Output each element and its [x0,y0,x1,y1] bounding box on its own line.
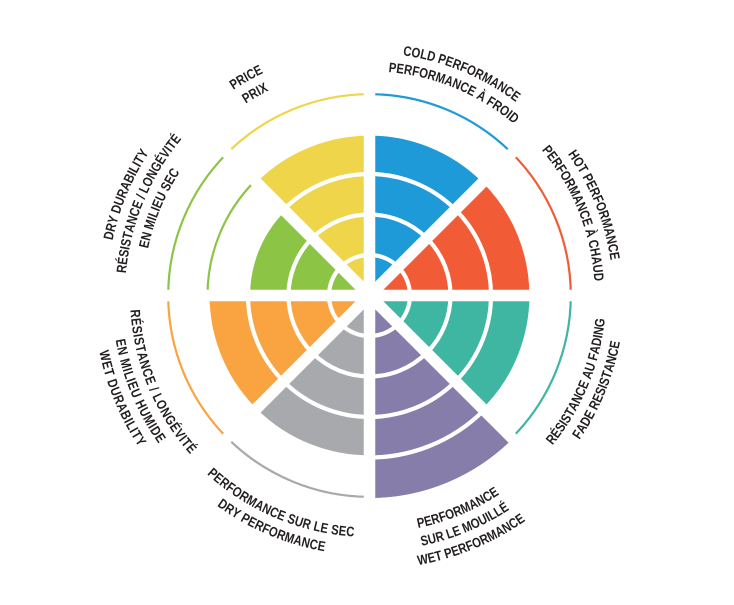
svg-text:M: M [141,218,158,232]
svg-text:N: N [114,345,131,356]
svg-text:T: T [433,548,444,565]
svg-text:I: I [145,421,160,432]
svg-text:S: S [330,522,340,538]
svg-text:M: M [434,69,448,86]
svg-text:M: M [598,216,615,229]
svg-text:O: O [417,65,429,82]
svg-text:R: R [103,222,120,234]
svg-text:E: E [112,338,128,348]
svg-text:L: L [419,46,429,63]
svg-text:L: L [121,369,138,381]
svg-text:D: D [589,336,606,347]
svg-text:W: W [416,551,430,568]
svg-text:S: S [116,248,132,258]
svg-text:E: E [422,513,433,530]
svg-text:I: I [126,425,141,435]
svg-text:S: S [419,532,430,549]
svg-text:E: E [607,339,623,349]
svg-text:A: A [121,222,138,234]
svg-text:S: S [118,237,135,248]
svg-text:A: A [134,350,151,362]
svg-text:I: I [119,366,135,374]
svg-text:I: I [124,168,139,178]
svg-text:F: F [585,351,602,362]
svg-text:E: E [136,239,153,250]
svg-text:T: T [132,344,149,354]
svg-text:E: E [338,523,347,539]
svg-text:M: M [117,357,134,370]
svg-text:E: E [319,520,329,536]
svg-text:I: I [176,433,190,445]
svg-text:/: / [146,385,161,394]
svg-text:E: E [99,359,116,370]
svg-text:C: C [346,524,355,540]
svg-text:T: T [101,367,118,378]
svg-text:F: F [411,63,421,79]
svg-text:C: C [402,43,412,59]
svg-text:/: / [133,192,148,201]
svg-text:É: É [128,317,145,326]
svg-text:I: I [129,159,144,169]
svg-text:I: I [148,205,163,214]
svg-text:E: E [316,538,326,554]
svg-text:S: S [129,325,145,335]
svg-text:I: I [590,334,606,340]
svg-text:D: D [590,272,606,281]
svg-text:G: G [592,317,608,328]
svg-text:C: C [605,347,622,358]
svg-text:A: A [601,226,618,238]
svg-text:E: E [395,61,405,77]
svg-text:D: D [101,230,118,241]
svg-text:D: D [425,48,437,65]
svg-text:H: H [587,247,604,258]
svg-text:P: P [442,545,454,562]
svg-text:I: I [130,333,146,339]
svg-text:I: I [117,245,133,251]
svg-text:O: O [410,45,422,62]
svg-text:I: I [556,417,571,428]
svg-text:I: I [254,83,264,98]
svg-text:N: N [138,230,155,242]
svg-text:I: I [121,416,136,426]
svg-text:L: L [312,519,322,536]
svg-text:E: E [606,251,622,261]
svg-text:R: R [403,62,414,78]
svg-text:I: I [595,382,610,390]
svg-text:A: A [588,255,604,265]
svg-text:E: E [426,550,437,567]
svg-text:N: N [603,354,620,366]
svg-text:N: N [591,326,607,336]
svg-text:I: I [503,107,515,121]
svg-text:A: A [587,344,604,356]
svg-text:R: R [301,516,313,533]
svg-text:N: N [300,534,312,551]
svg-text:T: T [120,230,137,241]
svg-text:P: P [388,60,397,76]
svg-text:U: U [426,531,438,548]
svg-text:R: R [127,309,143,318]
svg-text:C: C [605,243,622,254]
svg-text:N: N [603,234,620,245]
svg-text:L: L [444,525,456,542]
svg-text:P: P [415,515,426,532]
svg-text:R: R [114,264,130,274]
svg-text:P: P [436,51,448,68]
svg-text:C: C [585,238,602,249]
svg-text:C: C [308,536,319,553]
svg-text:U: U [590,264,606,274]
svg-text:I: I [144,215,159,223]
svg-text:F: F [437,508,449,525]
svg-text:I: I [161,143,175,155]
svg-text:I: I [241,70,251,85]
svg-text:I: I [483,510,493,525]
svg-text:S: S [131,336,147,346]
svg-text:M: M [283,529,297,546]
svg-text:W: W [96,349,113,363]
svg-text:R: R [426,67,438,84]
svg-text:É: É [114,256,131,266]
svg-text:I: I [123,376,138,384]
svg-text:T: T [599,369,616,381]
